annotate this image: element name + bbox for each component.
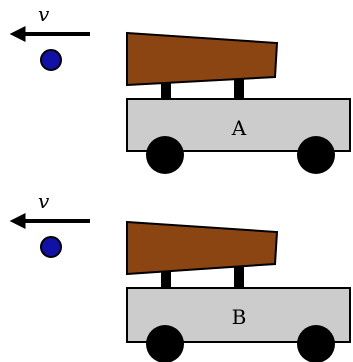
velocity-label-b: v	[38, 189, 50, 213]
velocity-label-a: v	[38, 2, 50, 26]
cart-support-left-a	[161, 81, 171, 99]
cart-support-left-b	[161, 268, 171, 288]
panel-a: v A	[9, 2, 351, 174]
cart-support-right-b	[234, 264, 244, 288]
cart-label-b: B	[232, 305, 247, 329]
ball-a	[40, 49, 62, 71]
cart-label-a: A	[231, 116, 247, 140]
wheel-left-a	[146, 136, 184, 174]
cart-support-right-a	[234, 77, 244, 99]
ramp-b	[126, 220, 279, 276]
wheel-right-b	[297, 325, 335, 362]
wheel-right-a	[297, 136, 335, 174]
panel-b: v B	[9, 189, 351, 362]
ball-b	[40, 236, 62, 258]
wheel-left-b	[146, 325, 184, 362]
ramp-a	[126, 31, 279, 87]
